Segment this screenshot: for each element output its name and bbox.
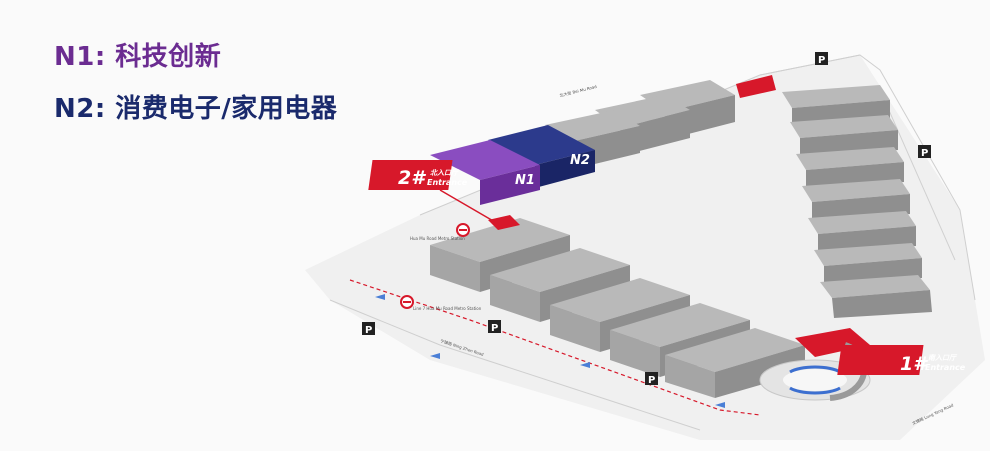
metro-icon <box>456 223 470 237</box>
metro-station-label-1: Hua Mu Road Metro Station <box>410 236 465 241</box>
east-halls <box>782 85 932 318</box>
north-entrance-en: Entrance <box>427 178 468 187</box>
svg-text:P: P <box>365 325 372 336</box>
svg-text:P: P <box>921 148 928 159</box>
north-entrance-cn: 北入口厅 <box>430 169 460 177</box>
south-entrance-en: Entrance <box>925 363 966 372</box>
south-entrance-cn: 南入口厅 <box>928 353 958 362</box>
south-entrance-hall <box>795 328 870 357</box>
svg-text:P: P <box>491 323 498 334</box>
south-entrance-badge[interactable]: 1# 南入口厅 Entrance <box>837 339 966 375</box>
south-halls <box>430 218 805 398</box>
north-entrance-hall <box>488 215 520 230</box>
traffic-arrow-icons <box>375 294 725 408</box>
metro-icon <box>400 295 414 309</box>
parking-icon: P <box>645 372 658 386</box>
hall-n1[interactable]: N1 <box>430 140 540 205</box>
hall-n2-label: N2 <box>570 153 590 168</box>
north-entrance-number: 2# <box>398 167 426 189</box>
south-entrance-number: 1# <box>900 353 928 375</box>
svg-text:P: P <box>648 375 655 386</box>
parking-markers: P P P P P <box>362 52 931 386</box>
parking-icon: P <box>488 320 501 334</box>
metro-station-label-2: Line 7 Hua Mu Road Metro Station <box>413 306 482 311</box>
svg-text:P: P <box>818 55 825 66</box>
parking-icon: P <box>815 52 828 66</box>
south-road-edge <box>329 299 701 431</box>
legend-n1: N1: 科技创新 <box>54 42 222 72</box>
legend-n2: N2: 消费电子/家用电器 <box>54 94 338 124</box>
parking-icon: P <box>362 322 375 336</box>
north-road-label: 北大街 Bei Mu Road <box>559 83 598 98</box>
north-halls <box>545 80 735 170</box>
parking-icon: P <box>918 145 931 159</box>
north-service-block <box>736 75 776 98</box>
hall-n1-label: N1 <box>515 173 535 188</box>
east-road-line <box>879 89 956 261</box>
north-entrance-badge[interactable]: 2# 北入口厅 Entrance <box>368 160 496 223</box>
hall-n2[interactable]: N2 <box>488 125 595 188</box>
